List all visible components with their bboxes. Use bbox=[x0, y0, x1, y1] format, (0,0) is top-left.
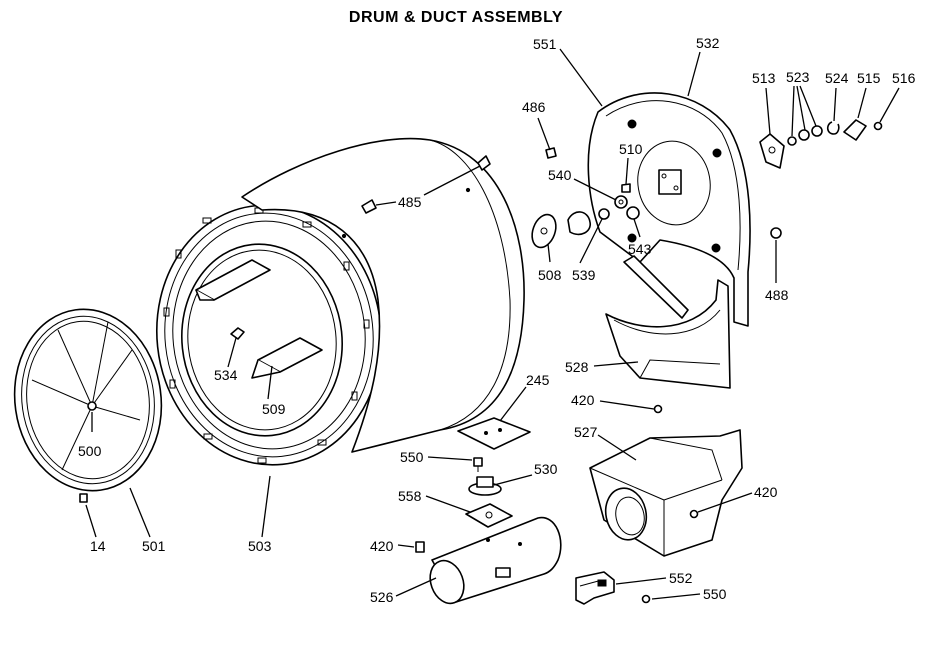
label-550-upper: 550 bbox=[400, 449, 424, 465]
label-420-left: 420 bbox=[370, 538, 394, 554]
part-540-roller bbox=[614, 195, 628, 209]
label-534: 534 bbox=[214, 367, 238, 383]
label-543: 543 bbox=[628, 241, 652, 257]
part-523-washers bbox=[787, 125, 823, 146]
part-558-bracket bbox=[465, 503, 513, 528]
label-552: 552 bbox=[669, 570, 693, 586]
label-500: 500 bbox=[78, 443, 102, 459]
label-532: 532 bbox=[696, 35, 720, 51]
label-509: 509 bbox=[262, 401, 286, 417]
label-540: 540 bbox=[548, 167, 572, 183]
upper-baffle bbox=[195, 259, 271, 301]
label-245: 245 bbox=[526, 372, 550, 388]
label-526: 526 bbox=[370, 589, 394, 605]
label-14: 14 bbox=[90, 538, 106, 554]
part-420-screw-mid bbox=[653, 404, 663, 414]
part-524-clip bbox=[826, 121, 840, 135]
part-509-baffle bbox=[251, 337, 323, 379]
part-530-thermostat bbox=[468, 476, 502, 496]
part-550-screw-upper bbox=[473, 457, 483, 472]
part-486-screw bbox=[545, 147, 557, 159]
label-503: 503 bbox=[248, 538, 272, 554]
label-513: 513 bbox=[752, 70, 776, 86]
label-420-right: 420 bbox=[754, 484, 778, 500]
leader-lines bbox=[85, 48, 900, 600]
part-532-rear-bulkhead bbox=[587, 92, 751, 327]
label-420-mid: 420 bbox=[571, 392, 595, 408]
label-524: 524 bbox=[825, 70, 849, 86]
part-508-pulley bbox=[531, 211, 591, 249]
part-528-duct-elbow bbox=[605, 279, 731, 389]
part-539-washer bbox=[598, 208, 610, 220]
part-420-screw-left bbox=[415, 541, 425, 553]
label-523: 523 bbox=[786, 69, 810, 85]
part-552-thermostat bbox=[575, 571, 615, 605]
callout-labels: 551 532 513 523 524 515 516 486 510 540 … bbox=[78, 35, 916, 605]
part-526-heater-housing bbox=[429, 516, 562, 605]
label-527: 527 bbox=[574, 424, 598, 440]
part-488-plug bbox=[770, 227, 782, 239]
label-486: 486 bbox=[522, 99, 546, 115]
part-515-clamp bbox=[843, 119, 867, 141]
label-508: 508 bbox=[538, 267, 562, 283]
part-527-blower-housing bbox=[589, 429, 743, 557]
label-528: 528 bbox=[565, 359, 589, 375]
label-510: 510 bbox=[619, 141, 643, 157]
diagram-title: DRUM & DUCT ASSEMBLY bbox=[349, 9, 563, 26]
drum-shell bbox=[241, 137, 525, 453]
label-501: 501 bbox=[142, 538, 166, 554]
label-530: 530 bbox=[534, 461, 558, 477]
part-513-bracket bbox=[759, 133, 785, 169]
part-543-shaft bbox=[626, 206, 640, 220]
label-488: 488 bbox=[765, 287, 789, 303]
part-485-fasteners bbox=[361, 155, 491, 214]
part-420-screw-right bbox=[689, 509, 699, 519]
part-550-screw-lower bbox=[641, 594, 651, 604]
part-510-screw bbox=[621, 183, 631, 193]
part-501-door-ring bbox=[13, 308, 163, 492]
label-515: 515 bbox=[857, 70, 881, 86]
part-14-screw bbox=[79, 493, 88, 503]
part-500-glass-spokes bbox=[31, 321, 141, 471]
label-539: 539 bbox=[572, 267, 596, 283]
label-558: 558 bbox=[398, 488, 422, 504]
label-550-lower: 550 bbox=[703, 586, 727, 602]
part-516-nut bbox=[873, 121, 883, 131]
part-245-plate bbox=[457, 417, 531, 450]
part-534-screw bbox=[230, 327, 245, 340]
label-516: 516 bbox=[892, 70, 916, 86]
label-551: 551 bbox=[533, 36, 557, 52]
label-485: 485 bbox=[398, 194, 422, 210]
